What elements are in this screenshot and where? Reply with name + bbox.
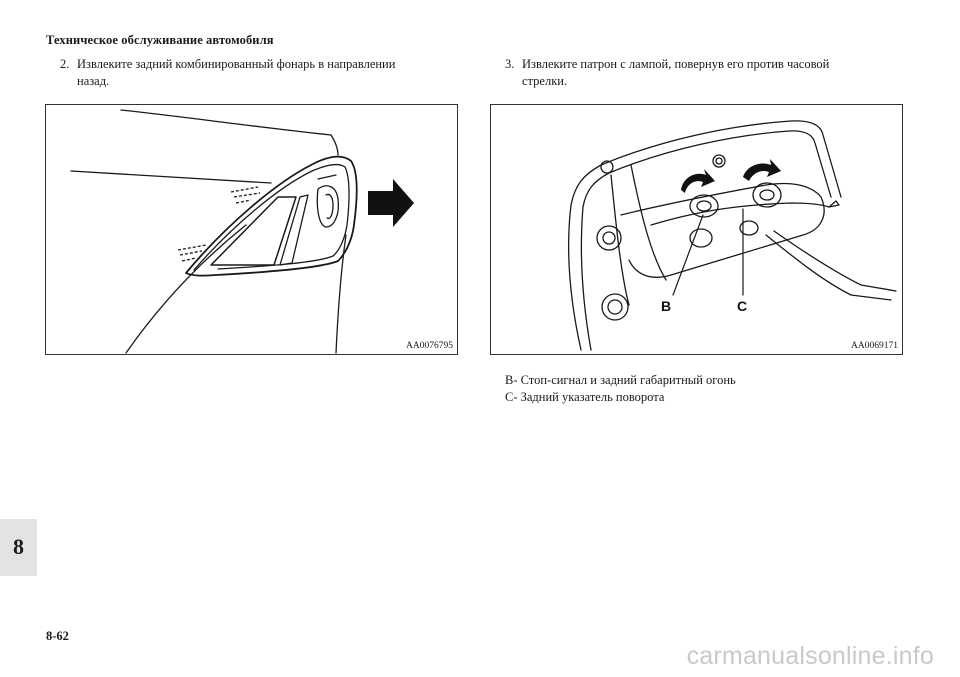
step-3: 3. Извлеките патрон с лампой, повернув е…: [505, 56, 925, 92]
tail-lamp-illustration: [70, 109, 414, 354]
chapter-number: 8: [13, 534, 24, 559]
figure-bulb-socket: B C AA0069171: [490, 104, 903, 355]
rotate-ccw-icon: [681, 169, 715, 193]
legend-text: Стоп-сигнал и задний габаритный огонь: [520, 373, 736, 387]
figure-tail-lamp-removal: AA0076795: [45, 104, 458, 355]
legend-key: B-: [505, 373, 518, 387]
step-text-line1: Извлеките задний комбинированный фонарь …: [77, 57, 396, 71]
legend-key: C-: [505, 390, 518, 404]
figure-code: AA0076795: [406, 341, 453, 351]
rotate-ccw-icon: [743, 159, 781, 181]
arrow-right-icon: [368, 179, 414, 227]
page-number: 8-62: [46, 629, 69, 643]
chapter-tab: [0, 519, 37, 576]
step-2: 2. Извлеките задний комбинированный фона…: [60, 56, 480, 92]
step-text-line1: Извлеките патрон с лампой, повернув его …: [522, 57, 830, 71]
section-header: Техническое обслуживание автомобиля: [46, 33, 274, 47]
step-text-line2: стрелки.: [522, 74, 568, 88]
legend-item: B- Стоп-сигнал и задний габаритный огонь: [505, 372, 736, 389]
step-number: 2.: [60, 57, 70, 71]
callout-b: B: [661, 298, 671, 314]
legend-text: Задний указатель поворота: [520, 390, 665, 404]
step-text-line2: назад.: [77, 74, 110, 88]
watermark: carmanualsonline.info: [686, 642, 934, 670]
bulb-socket-illustration: B C: [567, 120, 897, 351]
step-number: 3.: [505, 57, 515, 71]
figure-code: AA0069171: [851, 341, 898, 351]
legend-item: C- Задний указатель поворота: [505, 389, 664, 406]
callout-c: C: [737, 298, 747, 314]
